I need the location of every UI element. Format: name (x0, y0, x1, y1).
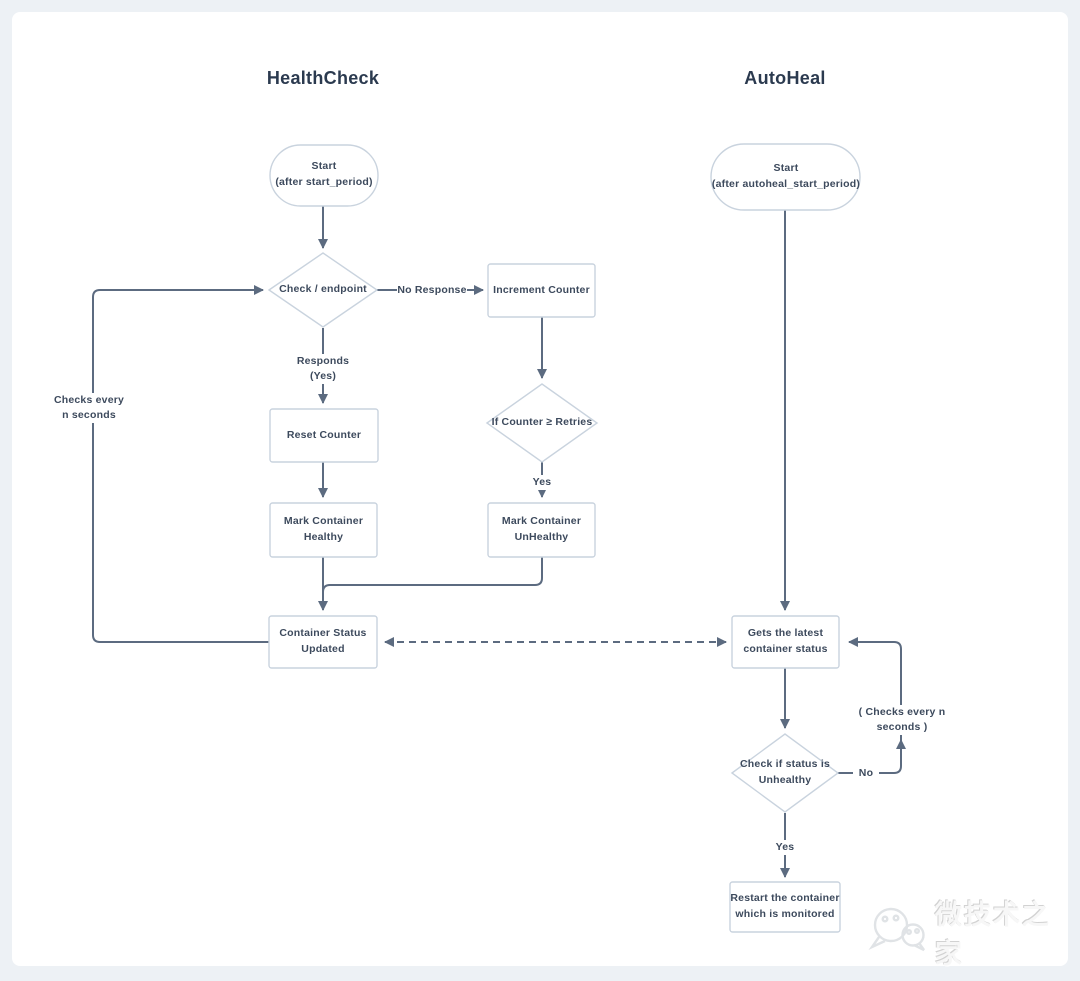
check-if-unhealthy-label: Check if status is Unhealthy (740, 758, 830, 786)
decision-if-counter-retries (485, 383, 599, 463)
edge-label-checks-every-hc: Checks every n seconds (53, 393, 125, 424)
edge-loop-status-to-check (92, 285, 269, 643)
process-mark-unhealthy (487, 502, 596, 558)
wechat-icon (868, 907, 925, 952)
edge-label-responds-yes: Responds (Yes) (291, 354, 355, 385)
check-endpoint-label: Check / endpoint (279, 283, 367, 296)
process-restart-container (729, 881, 841, 933)
edge-label-checks-every-ah: ( Checks every n seconds ) (839, 705, 965, 736)
decision-check-if-unhealthy (730, 733, 840, 813)
start-oval-autoheal (710, 143, 861, 211)
increment-counter-label: Increment Counter (493, 283, 590, 296)
decision-check-endpoint (267, 252, 379, 328)
column-title-healthcheck: HealthCheck (266, 67, 380, 88)
edge-label-yes-ah: Yes (772, 840, 798, 856)
start-label-autoheal: Start (after autoheal_start_period) (711, 162, 861, 190)
process-increment-counter (487, 263, 596, 318)
edge-label-no-ah: No (853, 766, 879, 782)
edge-label-yes-hc: Yes (529, 475, 555, 491)
start-oval-healthcheck (269, 144, 379, 207)
start-label-healthcheck: Start (after start_period) (275, 160, 373, 188)
reset-counter-label: Reset Counter (286, 428, 362, 441)
column-title-autoheal: AutoHeal (744, 67, 826, 88)
edge-unhealthy-merge (322, 557, 543, 593)
gets-latest-status-label: Gets the latest container status (743, 627, 828, 655)
restart-container-label: Restart the container which is monitored (730, 892, 840, 920)
process-gets-latest-status (731, 615, 840, 669)
watermark-text: 微技术之家 (935, 900, 1051, 969)
container-status-label: Container Status Updated (279, 627, 367, 655)
mark-unhealthy-label: Mark Container UnHealthy (501, 515, 582, 543)
edge-label-no-response: No Response (397, 283, 467, 299)
if-counter-retries-label: If Counter ≥ Retries (491, 416, 593, 429)
process-reset-counter (269, 408, 379, 463)
process-mark-healthy (269, 502, 378, 558)
mark-healthy-label: Mark Container Healthy (283, 515, 364, 543)
process-container-status-updated (268, 615, 378, 669)
